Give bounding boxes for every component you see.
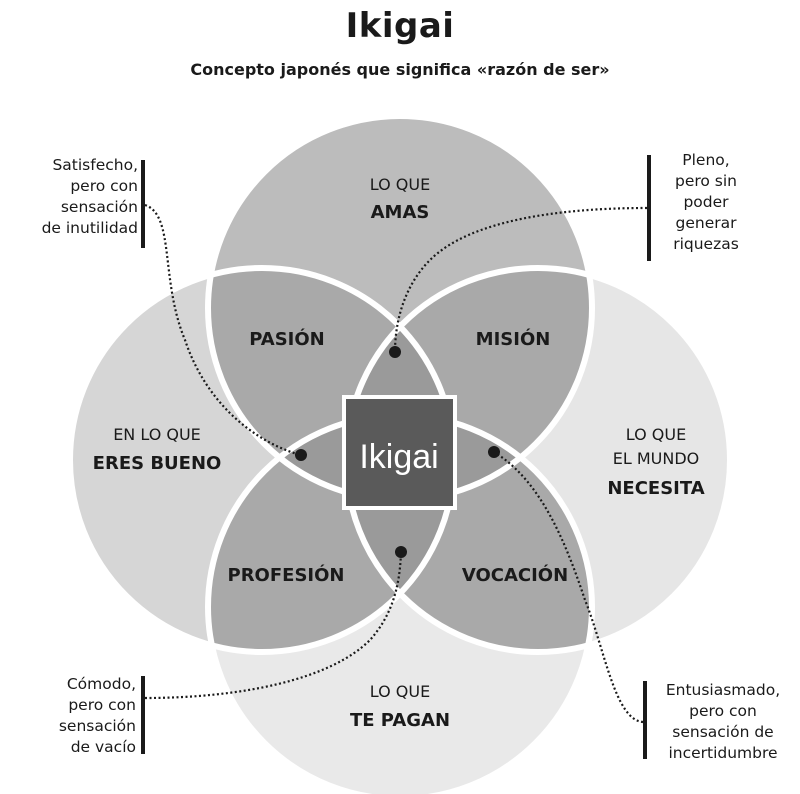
connector-bottom-left [144, 551, 403, 700]
label-pagan-line2: TE PAGAN [350, 710, 450, 731]
note-top-right: Pleno, pero sin poder generar riquezas [673, 151, 739, 253]
page-subtitle: Concepto japonés que significa «razón de… [190, 60, 610, 79]
label-vocacion: VOCACIÓN [462, 564, 568, 586]
note-bottom-right: Entusiasmado, pero con sensación de ince… [665, 681, 781, 762]
dot-bottom-right [488, 446, 500, 458]
note-top-left: Satisfecho, pero con sensación de inutil… [41, 156, 138, 237]
page-title: Ikigai [345, 6, 455, 46]
dot-top-left [295, 449, 307, 461]
label-bueno-line1: EN LO QUE [113, 425, 201, 444]
dot-top-right [389, 346, 401, 358]
dot-bottom-left [395, 546, 407, 558]
connector-top-right [393, 206, 648, 353]
center-box [342, 395, 457, 510]
label-mundo-line1: LO QUE [626, 425, 686, 444]
note-bar-bottom-left [141, 676, 145, 754]
center-label: Ikigai [359, 438, 438, 476]
label-amas-line2: AMAS [371, 202, 430, 223]
note-bar-top-right [647, 155, 651, 261]
label-mundo-line2: EL MUNDO [613, 449, 700, 468]
note-bar-bottom-right [643, 681, 647, 759]
label-bueno-line2: ERES BUENO [93, 453, 222, 474]
note-bar-top-left [141, 160, 145, 248]
note-bottom-left: Cómodo, pero con sensación de vacío [58, 675, 136, 756]
label-mision: MISIÓN [476, 328, 551, 350]
label-mundo-line3: NECESITA [607, 478, 704, 499]
label-pagan-line1: LO QUE [370, 682, 430, 701]
connector-top-left [144, 203, 301, 457]
label-amas-line1: LO QUE [370, 175, 430, 194]
label-profesion: PROFESIÓN [228, 564, 345, 586]
label-pasion: PASIÓN [249, 328, 325, 350]
